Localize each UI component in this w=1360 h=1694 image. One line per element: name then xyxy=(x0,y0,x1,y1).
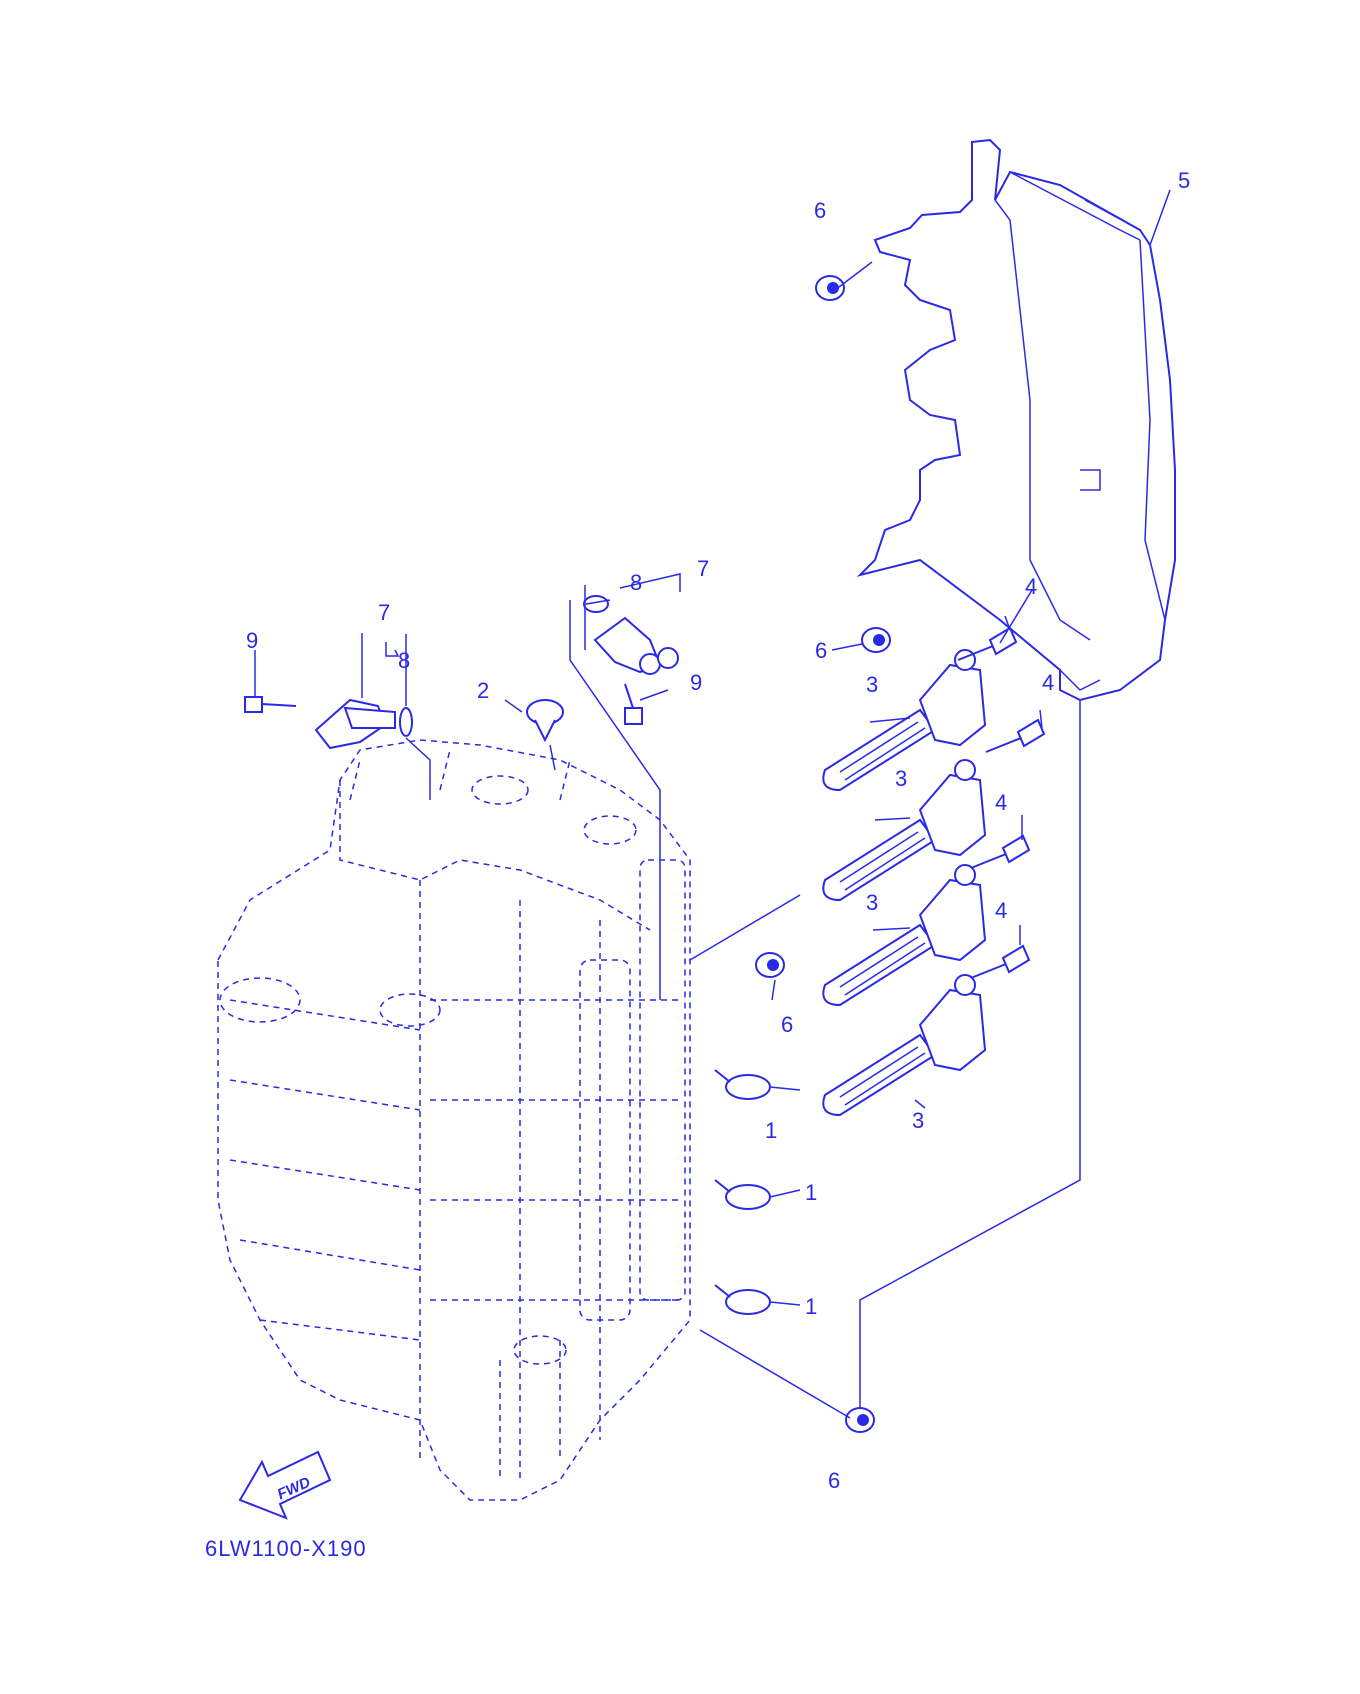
callout-4b: 4 xyxy=(1042,670,1054,695)
ignition-coil-3 xyxy=(822,864,987,1007)
callout-6b: 6 xyxy=(815,638,827,663)
fitting-2 xyxy=(526,699,564,743)
callout-1b: 1 xyxy=(805,1180,817,1205)
grommet-6d xyxy=(845,1407,875,1433)
ignition-coil-1 xyxy=(822,649,987,792)
callout-4a: 4 xyxy=(1025,574,1037,599)
sensor-7-left xyxy=(244,696,413,750)
bolt-4c xyxy=(970,834,1031,869)
callout-1c: 1 xyxy=(805,1294,817,1319)
grommet-6c xyxy=(755,952,785,978)
callout-5: 5 xyxy=(1178,168,1190,193)
callout-4c: 4 xyxy=(995,790,1007,815)
leader-lines xyxy=(254,189,1171,1419)
callout-7b: 7 xyxy=(697,556,709,581)
callout-8a: 8 xyxy=(398,648,410,673)
grommet-6b xyxy=(861,627,891,653)
bolt-4b xyxy=(985,718,1046,753)
callout-3c: 3 xyxy=(866,890,878,915)
callouts: 5 6 6 6 6 4 4 4 4 3 3 3 3 1 1 1 2 7 8 9 … xyxy=(246,168,1190,1493)
grommet-6a xyxy=(815,275,845,301)
fwd-arrow: FWD xyxy=(238,1450,332,1520)
fwd-label: FWD xyxy=(275,1474,313,1503)
callout-7a: 7 xyxy=(378,600,390,625)
clamp-1a xyxy=(714,1069,771,1100)
callout-3a: 3 xyxy=(866,672,878,697)
bolt-4d xyxy=(970,944,1031,979)
callout-4d: 4 xyxy=(995,898,1007,923)
clamp-1b xyxy=(714,1179,771,1210)
coil-cover xyxy=(856,138,1176,702)
bolt-4a xyxy=(957,626,1018,661)
clamp-1c xyxy=(714,1284,771,1315)
callout-6a: 6 xyxy=(814,198,826,223)
diagram-code: 6LW1100-X190 xyxy=(205,1536,367,1561)
callout-8b: 8 xyxy=(630,570,642,595)
callout-1a: 1 xyxy=(765,1118,777,1143)
callout-9a: 9 xyxy=(246,628,258,653)
callout-3b: 3 xyxy=(895,766,907,791)
ignition-coil-2 xyxy=(822,759,987,902)
engine-block xyxy=(217,739,691,1501)
ignition-coil-4 xyxy=(822,974,987,1117)
callout-6d: 6 xyxy=(828,1468,840,1493)
callout-3d: 3 xyxy=(912,1108,924,1133)
sensor-7-right xyxy=(583,595,679,725)
callout-6c: 6 xyxy=(781,1012,793,1037)
callout-2: 2 xyxy=(477,678,489,703)
callout-9b: 9 xyxy=(690,670,702,695)
